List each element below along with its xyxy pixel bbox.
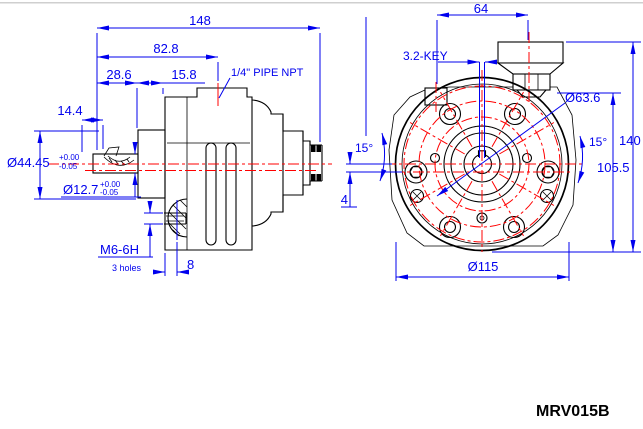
shaft-tol-plus: +0.00 [100,180,121,189]
part-number: MRV015B [536,403,610,420]
body-internal-lines [167,97,250,250]
mounting-thread-label: M6-6H [100,242,139,257]
keyway-detail [103,146,135,166]
dim-keyway-position: 14.4 [57,103,82,118]
side-view-geometry [92,87,323,251]
front-view-dimensions [341,12,641,281]
pilot-tol-plus: +0.00 [59,153,80,162]
dim-breather-offset: 64 [474,1,488,16]
side-view-dimensions [34,25,321,276]
side-view-centerlines [48,83,332,171]
dim-port-position: 82.8 [153,41,178,56]
spline-tooth [316,145,321,152]
dim-flange-diameter: Ø115 [468,259,499,274]
dim-hole-position: 8 [187,257,194,272]
spline-tooth [311,174,316,181]
bolt-circle-3 [403,85,561,243]
mounting-holes-note: 3 holes [112,263,142,273]
body-slot-left [205,142,217,246]
front-view: 64 3.2-KEY Ø63.6 140 105.5 15° 15° 4 Ø11… [341,1,641,281]
dim-shaft-length: 28.6 [106,67,131,82]
spline-tooth [316,174,321,181]
side-view: 148 82.8 28.6 15.8 14.4 Ø44.45 +0.00 -0.… [7,13,332,276]
breather-cap [496,41,565,98]
npt-leader [218,77,231,99]
port-spec-label: 1/4" PIPE NPT [231,67,304,79]
housing-silhouette [388,86,577,247]
dim-shaft-diameter: Ø12.7 [63,182,98,197]
boss-diameter-leader [436,102,566,197]
page-top-border [0,2,643,4]
bolt-circle-2 [418,100,546,228]
spline-tooth [311,145,316,152]
dim-hole-offset: 4 [341,192,348,207]
bolt-circle-1 [434,116,530,212]
dim-pilot-length: 15.8 [171,67,196,82]
pilot-tol-minus: -0.05 [59,162,78,171]
motor-body [164,87,253,251]
mounting-holes [438,102,527,239]
dim-pilot-diameter: Ø44.45 [7,155,50,170]
dim-overall-height: 140 [619,133,641,148]
body-slot-right [225,142,237,246]
dim-port-height: 105.5 [597,160,630,175]
dim-angle-left: 15° [355,141,373,155]
rear-housing [251,99,323,227]
front-view-centerlines [385,32,582,252]
mounting-lug [164,198,188,238]
dim-boss-diameter: Ø63.6 [565,90,600,105]
dim-angle-right: 15° [589,135,607,149]
dim-overall-length: 148 [189,13,211,28]
key-spec-label: 3.2-KEY [403,49,448,63]
shaft-tol-minus: -0.05 [100,188,119,197]
